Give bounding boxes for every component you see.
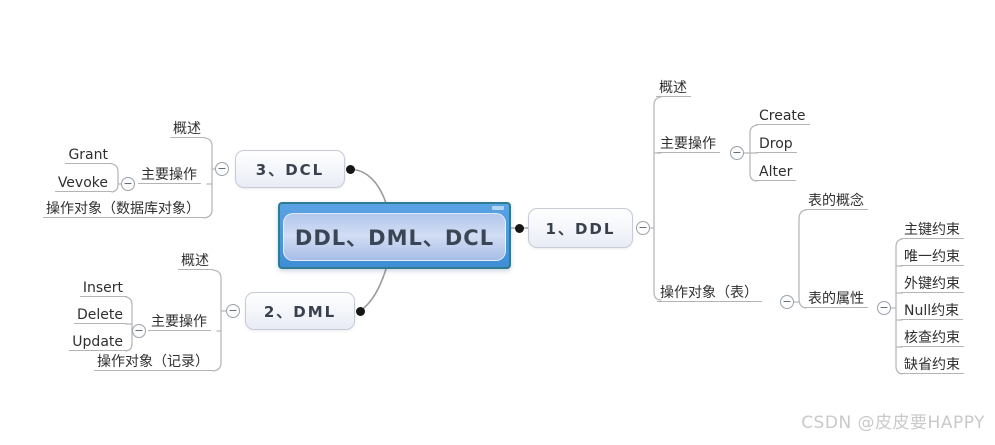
topic-ddl-target[interactable]: 操作对象（表） [657, 286, 762, 302]
topic-op-insert[interactable]: Insert [79, 281, 127, 297]
joint-dot-dml [356, 307, 365, 316]
topic-dcl-overview[interactable]: 概述 [170, 122, 205, 138]
topic-table-attrs[interactable]: 表的属性 [805, 292, 868, 308]
collapse-button-dml-main-ops[interactable]: − [132, 324, 146, 338]
central-topic-title: DDL、DML、DCL [294, 226, 495, 250]
topic-dml-target[interactable]: 操作对象（记录） [94, 355, 213, 371]
topic-constraint-check[interactable]: 核查约束 [901, 331, 964, 347]
topic-ddl-main-ops[interactable]: 主要操作 [657, 137, 720, 153]
topic-op-vevoke[interactable]: Vevoke [54, 176, 112, 192]
collapse-button-dcl[interactable]: − [215, 162, 229, 176]
topic-node-dcl[interactable]: 3、DCL [235, 150, 345, 188]
collapse-button-dml[interactable]: − [226, 304, 240, 318]
collapse-button-ddl-main-ops[interactable]: − [730, 146, 744, 160]
collapse-button-ddl[interactable]: − [636, 221, 650, 235]
central-topic[interactable]: DDL、DML、DCL [278, 202, 511, 269]
joint-dot-ddl [515, 224, 524, 233]
central-topic-body: DDL、DML、DCL [283, 213, 506, 261]
topic-node-ddl-label: 1、DDL [545, 219, 616, 238]
collapse-button-ddl-target[interactable]: − [780, 295, 794, 309]
csdn-watermark: CSDN @皮皮要HAPPY [801, 413, 985, 433]
topic-op-update[interactable]: Update [69, 335, 127, 351]
topic-ddl-overview[interactable]: 概述 [656, 81, 691, 97]
window-controls-decoration [492, 206, 504, 210]
collapse-button-dcl-main-ops[interactable]: − [121, 177, 135, 191]
topic-node-dcl-label: 3、DCL [255, 160, 325, 179]
collapse-button-table-attrs[interactable]: − [877, 301, 891, 315]
joint-dot-dcl [346, 165, 355, 174]
topic-dml-main-ops[interactable]: 主要操作 [148, 315, 211, 331]
topic-constraint-foreign-key[interactable]: 外键约束 [901, 277, 964, 293]
topic-constraint-null[interactable]: Null约束 [901, 304, 964, 320]
topic-op-delete[interactable]: Delete [74, 308, 127, 324]
topic-constraint-default[interactable]: 缺省约束 [901, 358, 964, 374]
central-topic-titlebar [280, 204, 509, 213]
topic-op-alter[interactable]: Alter [756, 165, 797, 181]
topic-dcl-target[interactable]: 操作对象（数据库对象） [43, 202, 204, 218]
topic-constraint-unique[interactable]: 唯一约束 [901, 250, 964, 266]
topic-node-ddl[interactable]: 1、DDL [528, 208, 633, 248]
topic-op-create[interactable]: Create [756, 109, 810, 125]
topic-op-drop[interactable]: Drop [756, 137, 797, 153]
topic-node-dml-label: 2、DML [263, 302, 337, 321]
topic-dml-overview[interactable]: 概述 [178, 254, 213, 270]
topic-constraint-primary-key[interactable]: 主键约束 [901, 223, 964, 239]
topic-table-concept[interactable]: 表的概念 [805, 194, 868, 210]
topic-dcl-main-ops[interactable]: 主要操作 [138, 168, 201, 184]
topic-op-grant[interactable]: Grant [65, 148, 112, 164]
topic-node-dml[interactable]: 2、DML [245, 292, 355, 330]
